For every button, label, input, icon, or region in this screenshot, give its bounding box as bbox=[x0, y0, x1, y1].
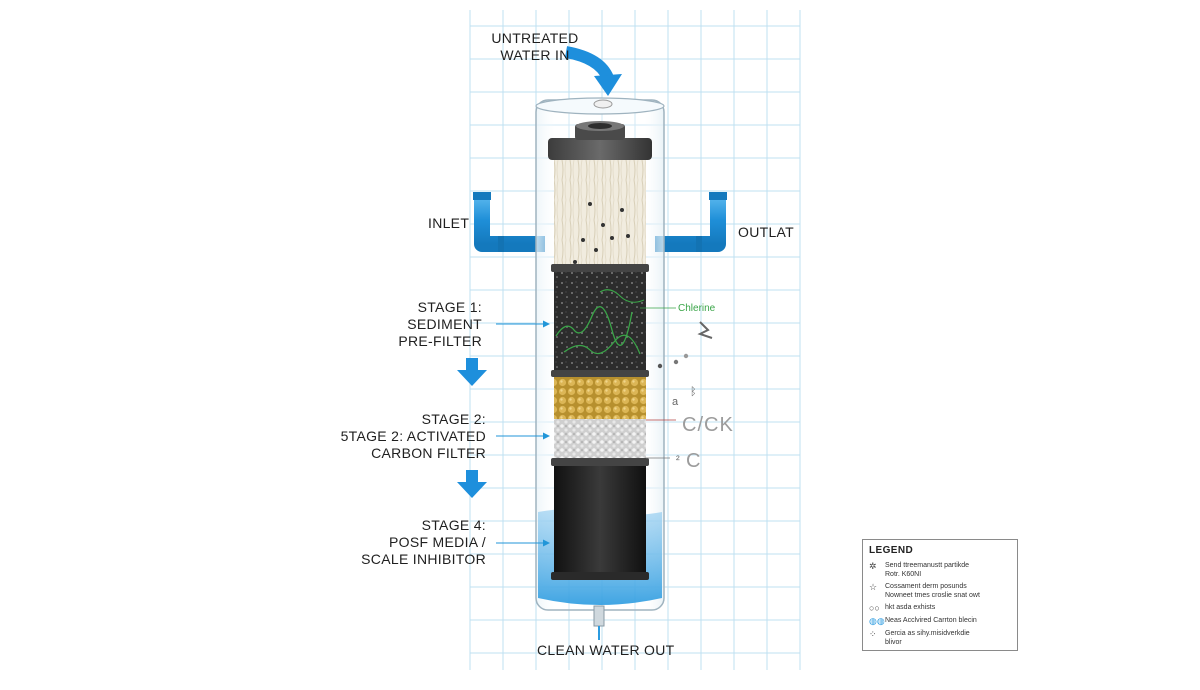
small-mark-b: ᛒ bbox=[690, 386, 697, 398]
sediment-particle bbox=[620, 208, 624, 212]
small-mark-a: a bbox=[672, 396, 679, 408]
outlet-pipe-joint bbox=[696, 236, 702, 252]
legend-item: ○○ hkt asda exhists bbox=[869, 603, 1011, 613]
stage2-line-3: CARBON FILTER bbox=[371, 445, 486, 461]
sediment-particle bbox=[594, 248, 598, 252]
chlorine-trace bbox=[599, 289, 645, 303]
curved-arrow-icon bbox=[564, 46, 614, 81]
legend-item: ◍◍Neas Acclvired Carrton blecin bbox=[869, 616, 1011, 626]
legend-symbol-icon: ⁘ bbox=[869, 629, 877, 639]
inlet-pipe-icon bbox=[474, 196, 545, 252]
clean-water-out-label: CLEAN WATER OUT bbox=[537, 642, 675, 658]
untreated-water-label: UNTREATED WATER IN bbox=[470, 30, 600, 64]
stage1-label: STAGE 1: SEDIMENT PRE-FILTER bbox=[340, 299, 482, 350]
filter-artwork bbox=[457, 46, 727, 640]
stage2-line-2: 5TAGE 2: ACTIVATED bbox=[340, 428, 486, 444]
cick-mark: C/CK bbox=[682, 414, 734, 436]
stage1-line-1: STAGE 1: bbox=[417, 299, 482, 315]
cartridge-cap bbox=[548, 138, 652, 160]
legend-item: ⁘ Gercia as sihy.misidverkdie blivor bbox=[869, 629, 1011, 647]
legend-text-line: blivor bbox=[885, 639, 902, 646]
inlet-pipe-joint bbox=[498, 236, 504, 252]
untreated-line-1: UNTREATED bbox=[491, 30, 579, 46]
flow-arrow-down-icon bbox=[466, 470, 478, 482]
stage4-label: STAGE 4: POSF MEDIA / SCALE INHIBITOR bbox=[330, 517, 486, 568]
legend-text-line: Send ttreemanustt partikde bbox=[885, 562, 970, 569]
sediment-particle bbox=[581, 238, 585, 242]
pointer-arrowhead bbox=[543, 320, 550, 328]
outlet-pipe-icon bbox=[655, 196, 726, 252]
carbon-layer bbox=[554, 272, 646, 374]
untreated-line-2: WATER IN bbox=[500, 47, 570, 63]
cartridge-bottom-ring bbox=[551, 572, 649, 580]
legend-text: Gercia as sihy.misidverkdie blivor bbox=[885, 629, 970, 647]
gold-media-layer bbox=[554, 377, 646, 419]
floating-particle bbox=[673, 359, 679, 365]
legend-text-line: Gercia as sihy.misidverkdie bbox=[885, 630, 970, 637]
legend-text: Neas Acclvired Carrton blecin bbox=[885, 616, 977, 625]
stage4-line-3: SCALE INHIBITOR bbox=[361, 551, 486, 567]
housing-top-port bbox=[593, 99, 613, 109]
legend-symbol-icon: ◍◍ bbox=[869, 616, 885, 626]
inlet-label: INLET bbox=[428, 215, 470, 231]
particle-glyph bbox=[697, 321, 713, 339]
c-mark: C bbox=[686, 450, 702, 472]
stage1-line-2: SEDIMENT bbox=[407, 316, 482, 332]
legend-symbol-icon: ☆ bbox=[869, 582, 878, 592]
sediment-particle bbox=[588, 202, 592, 206]
inlet-pipe-cap bbox=[473, 192, 491, 200]
legend-text-line: Rotr. K60NI bbox=[885, 571, 922, 578]
flow-arrow-head bbox=[457, 482, 487, 498]
white-media-layer bbox=[554, 419, 646, 462]
small-mark-c: ² bbox=[676, 454, 680, 466]
stage2-line-1: STAGE 2: bbox=[421, 411, 486, 427]
legend-symbol-icon: ✲ bbox=[869, 561, 877, 571]
stage2-label: STAGE 2: 5TAGE 2: ACTIVATED CARBON FILTE… bbox=[320, 411, 486, 462]
legend-text-line: hkt asda exhists bbox=[885, 604, 936, 611]
legend-symbol-icon: ○○ bbox=[869, 603, 880, 613]
stage4-line-2: POSF MEDIA / bbox=[389, 534, 486, 550]
floating-particle bbox=[683, 353, 689, 359]
outlet-spout bbox=[593, 605, 605, 627]
scale-inhibitor-layer bbox=[554, 466, 646, 576]
chlorine-trace bbox=[563, 334, 641, 355]
sediment-particle bbox=[573, 260, 577, 264]
legend-text: hkt asda exhists bbox=[885, 603, 935, 612]
pointer-arrowhead bbox=[543, 432, 550, 440]
stage1-line-3: PRE-FILTER bbox=[398, 333, 482, 349]
flow-arrow-down-icon bbox=[466, 358, 478, 370]
outlet-pipe-cap bbox=[709, 192, 727, 200]
separator-ring bbox=[551, 370, 649, 377]
pointer-arrowhead bbox=[543, 539, 550, 547]
sediment-particle bbox=[610, 236, 614, 240]
legend-text-line: Neas Acclvired Carrton blecin bbox=[885, 617, 977, 624]
legend-text-line: Nowneet tmes croslie snat owt bbox=[885, 592, 980, 599]
stage4-line-1: STAGE 4: bbox=[421, 517, 486, 533]
separator-ring bbox=[551, 458, 649, 466]
sediment-particle bbox=[601, 223, 605, 227]
chlorine-label: Chlerine bbox=[678, 303, 716, 314]
separator-ring bbox=[551, 264, 649, 272]
legend-title: LEGEND bbox=[869, 545, 914, 556]
curved-arrow-head bbox=[594, 74, 622, 96]
chlorine-trace bbox=[555, 306, 633, 346]
legend-text-line: Cossament derm posunds bbox=[885, 583, 967, 590]
floating-particle bbox=[657, 363, 663, 369]
cartridge-cap-hole bbox=[588, 123, 612, 129]
sediment-particle bbox=[626, 234, 630, 238]
sediment-layer bbox=[554, 160, 646, 268]
outlet-label: OUTLAT bbox=[738, 224, 794, 240]
flow-arrow-head bbox=[457, 370, 487, 386]
